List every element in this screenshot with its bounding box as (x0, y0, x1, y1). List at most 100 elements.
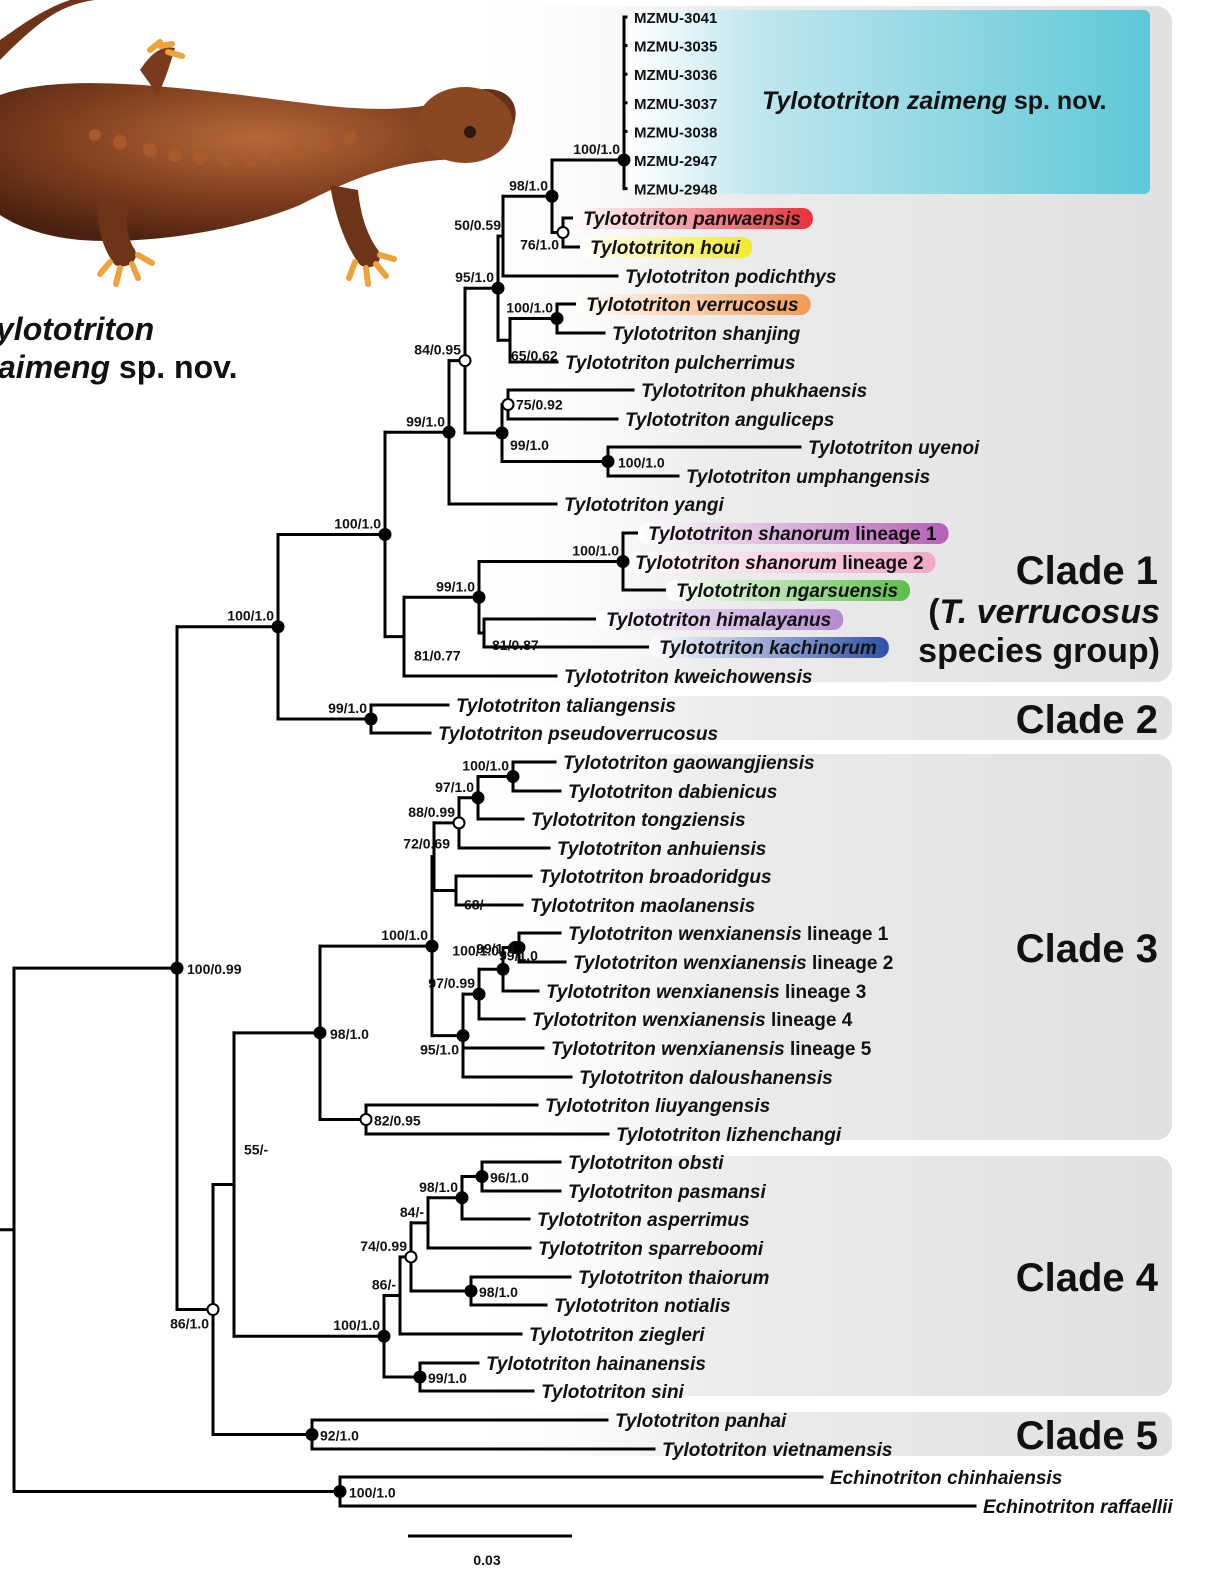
salamander-photo (0, 0, 516, 284)
support-value: 81/0.77 (414, 648, 461, 664)
node-filled-marker (379, 1331, 390, 1342)
support-value: 98/1.0 (330, 1026, 369, 1042)
tip-label-raffaellii: Echinotriton raffaellii (983, 1497, 1173, 1518)
support-value: 99/1.0 (436, 578, 475, 594)
tip-genus: Tylototriton (625, 410, 730, 431)
support-value: 68/- (464, 897, 488, 913)
specimen-label: MZMU-3037 (634, 96, 717, 113)
specimen-label: MZMU-3041 (634, 10, 717, 27)
tip-label-taliangensis: Tylototriton taliangensis (456, 696, 676, 717)
tip-genus: Tylototriton (551, 1039, 656, 1060)
support-value: 81/0.87 (492, 637, 539, 653)
support-value: 96/1.0 (490, 1170, 529, 1186)
tip-genus: Tylototriton (586, 295, 691, 316)
tip-species: vietnamensis (772, 1440, 892, 1461)
support-value: 97/0.99 (428, 975, 475, 991)
tip-species: himalayanus (716, 610, 831, 631)
specimen-label: MZMU-2947 (634, 153, 717, 170)
tip-species: tongziensis (641, 810, 746, 831)
tip-species: dabienicus (678, 782, 777, 803)
tip-label-wenxianensis2: Tylototriton wenxianensis lineage 2 (573, 953, 893, 974)
tip-species: gaowangjiensis (672, 753, 814, 774)
node-filled-marker (618, 556, 629, 567)
tip-genus: Tylototriton (537, 1210, 642, 1231)
support-value: 99/1.0 (328, 700, 367, 716)
support-value: 100/1.0 (618, 455, 665, 471)
specimen-label: MZMU-3035 (634, 39, 717, 56)
tip-label-wenxianensis1: Tylototriton wenxianensis lineage 1 (568, 924, 889, 945)
tip-lineage: lineage 5 (785, 1039, 872, 1060)
tip-genus: Echinotriton (983, 1497, 1095, 1518)
node-filled-marker (444, 427, 455, 438)
tip-species: daloushanensis (689, 1068, 833, 1089)
tip-species: ngarsuensis (786, 581, 898, 602)
node-open-marker (361, 1114, 372, 1125)
tip-lineage: lineage 3 (780, 982, 867, 1003)
tip-species: pseudoverrucosus (547, 724, 718, 745)
tip-label-dabienicus: Tylototriton dabienicus (568, 782, 777, 803)
node-filled-marker (473, 792, 484, 803)
clade4-label: Clade 4 (1016, 1256, 1159, 1300)
tip-genus: Tylototriton (641, 381, 746, 402)
support-value: 75/0.92 (516, 397, 563, 413)
tip-label-umphangensis: Tylototriton umphangensis (686, 467, 930, 488)
tip-species: hainanensis (596, 1354, 706, 1375)
node-open-marker (503, 399, 514, 410)
node-filled-marker (477, 1171, 488, 1182)
tip-genus: Tylototriton (635, 553, 740, 574)
support-value: 100/0.99 (187, 961, 242, 977)
tip-species: panwaensis (692, 209, 801, 230)
tip-genus: Tylototriton (568, 1182, 673, 1203)
support-value: 100/1.0 (227, 608, 274, 624)
tip-label-pasmansi: Tylototriton pasmansi (568, 1182, 766, 1203)
support-value: 76/1.0 (520, 237, 559, 253)
node-filled-marker (273, 621, 284, 632)
tip-label-wenxianensis4: Tylototriton wenxianensis lineage 4 (532, 1010, 853, 1031)
tip-species: asperrimus (647, 1210, 749, 1231)
tip-genus: Tylototriton (648, 524, 753, 545)
support-value: 100/1.0 (334, 515, 381, 531)
tip-species: ziegleri (638, 1325, 705, 1346)
tip-genus: Tylototriton (456, 696, 561, 717)
tip-genus: Tylototriton (578, 1268, 683, 1289)
node-filled-marker (335, 1486, 346, 1497)
node-filled-marker (547, 191, 558, 202)
tip-genus: Tylototriton (568, 924, 673, 945)
node-filled-marker (474, 989, 485, 1000)
specimen-label: MZMU-2948 (634, 182, 717, 199)
tip-label-wenxianensis3: Tylototriton wenxianensis lineage 3 (546, 982, 866, 1003)
tip-species: umphangensis (796, 467, 930, 488)
tip-genus: Tylototriton (531, 810, 636, 831)
tip-species: broadoridgus (649, 867, 771, 888)
tip-species: anguliceps (735, 410, 834, 431)
node-filled-marker (552, 313, 563, 324)
tip-genus: Tylototriton (545, 1096, 650, 1117)
node-filled-marker (498, 964, 509, 975)
node-filled-marker (172, 963, 183, 974)
tip-label-podichthys: Tylototriton podichthys (625, 267, 836, 288)
support-value: 95/1.0 (455, 269, 494, 285)
support-value: 98/1.0 (419, 1179, 458, 1195)
tip-genus: Tylototriton (590, 238, 695, 259)
tip-species: kachinorum (769, 638, 877, 659)
support-value: 86/- (372, 1276, 396, 1292)
node-filled-marker (427, 941, 438, 952)
tip-label-ziegleri: Tylototriton ziegleri (529, 1325, 705, 1346)
tip-genus: Tylototriton (529, 1325, 634, 1346)
tip-label-tongziensis: Tylototriton tongziensis (531, 810, 746, 831)
tip-label-panwaensis: Tylototriton panwaensis (583, 209, 801, 230)
clade5-label: Clade 5 (1016, 1414, 1158, 1458)
support-value: 84/0.95 (414, 342, 461, 358)
tip-genus: Tylototriton (564, 667, 669, 688)
tip-genus: Tylototriton (557, 839, 662, 860)
node-filled-marker (307, 1429, 318, 1440)
tip-label-broadoridgus: Tylototriton broadoridgus (539, 867, 772, 888)
support-value: 100/1.0 (462, 758, 509, 774)
support-value: 92/1.0 (320, 1428, 359, 1444)
tip-species: lizhenchangi (726, 1125, 842, 1146)
tip-label-kweichowensis: Tylototriton kweichowensis (564, 667, 812, 688)
tip-label-notialis: Tylototriton notialis (554, 1296, 731, 1317)
tip-species: wenxianensis (642, 1010, 766, 1031)
tip-genus: Tylototriton (583, 209, 688, 230)
node-filled-marker (508, 771, 519, 782)
